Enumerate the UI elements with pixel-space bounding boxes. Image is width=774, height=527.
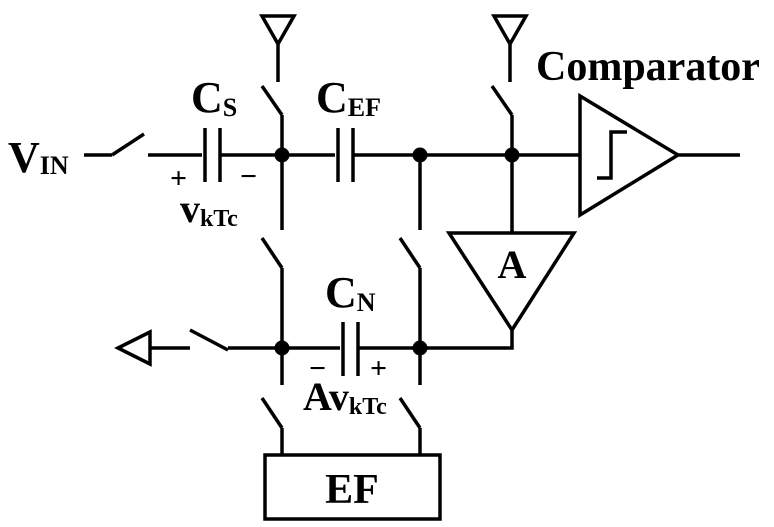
cn-label: CN: [325, 268, 376, 317]
input-switch: [111, 132, 145, 157]
bottom-left-switch: [189, 328, 229, 352]
cn-plus-sign: +: [370, 352, 387, 385]
amplifier-label: A: [498, 242, 527, 287]
junction-dot: [412, 340, 428, 356]
vdd-arrow-icon: [490, 14, 530, 48]
node1-reset-switch: [260, 85, 284, 116]
comparator-hysteresis-icon: [597, 130, 627, 180]
ground-arrow-icon: [114, 329, 152, 367]
ef-label: EF: [325, 467, 379, 513]
ef-right-switch: [398, 397, 422, 429]
junction-dot: [504, 147, 520, 163]
ef-block: [263, 453, 442, 521]
node5-reset-switch: [490, 85, 514, 116]
junction-dot: [274, 147, 290, 163]
node1-mid-switch: [260, 237, 284, 269]
cs-label: CS: [191, 73, 237, 122]
vdd-arrow-icon: [258, 14, 298, 48]
cs-plus-sign: +: [170, 162, 187, 195]
vin-label: VIN: [8, 133, 69, 182]
node2-mid-switch: [398, 237, 422, 269]
comparator-symbol: [578, 92, 682, 219]
cef-label: CEF: [316, 73, 381, 122]
junction-dot: [412, 147, 428, 163]
vktc-label: vkTc: [180, 186, 238, 232]
cs-minus-sign: −: [240, 160, 257, 193]
comparator-label: Comparator: [536, 44, 760, 90]
amp-output-wire: [427, 330, 514, 350]
amplifier-symbol: [445, 231, 578, 334]
cn-minus-sign: −: [309, 352, 326, 385]
ef-left-switch: [260, 397, 284, 429]
avktc-label: AvkTc: [303, 374, 387, 420]
junction-dot: [274, 340, 290, 356]
